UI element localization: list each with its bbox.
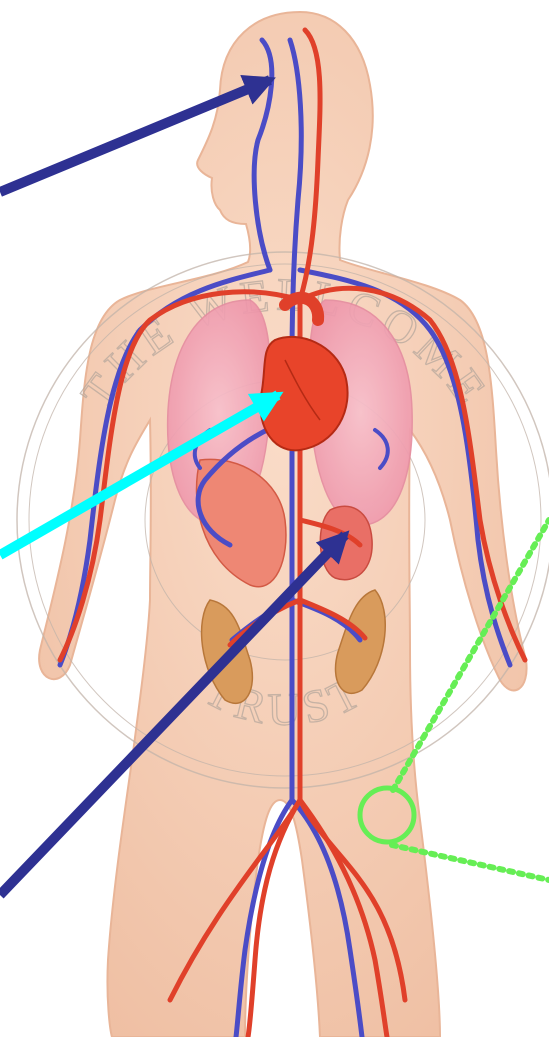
spleen — [320, 506, 372, 579]
